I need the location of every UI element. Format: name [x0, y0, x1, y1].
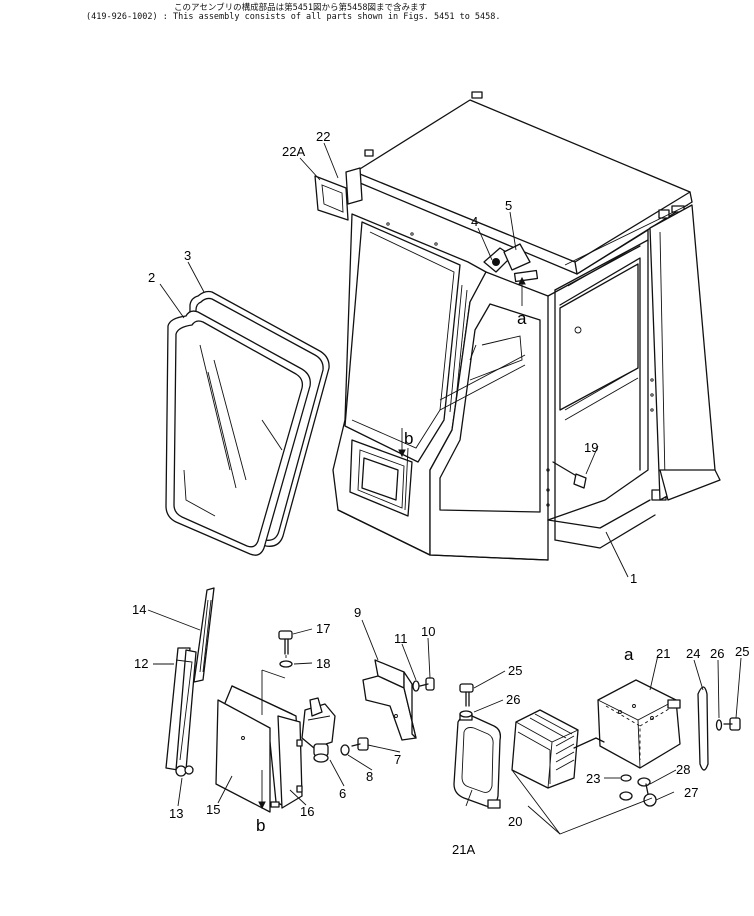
- bolt-10: [419, 677, 435, 691]
- cab-roof-lamp: [314, 175, 349, 221]
- washer-8: [340, 744, 350, 756]
- wiper-bracket-16: [270, 715, 303, 809]
- callout-22: 22: [316, 129, 330, 144]
- callout-21a: 21A: [452, 842, 475, 857]
- work-lamp-20: [511, 709, 605, 789]
- callout-21: 21: [656, 646, 670, 661]
- callout-16: 16: [300, 804, 314, 819]
- callout-23: 23: [586, 771, 600, 786]
- bolt-7: [351, 737, 369, 751]
- callout-3: 3: [184, 248, 191, 263]
- washer-23: [620, 774, 632, 782]
- callout-14: 14: [132, 602, 146, 617]
- leader-lines: [147, 142, 742, 807]
- cab-side-window-opening: [344, 221, 461, 463]
- callout-1: 1: [630, 571, 637, 586]
- callout-2: 2: [148, 270, 155, 285]
- bolt-25-lamp: [459, 683, 474, 707]
- lamp-bracket-21: [597, 679, 681, 769]
- callout-22a: 22A: [282, 144, 305, 159]
- ref-a-lamp: a: [624, 645, 634, 664]
- lamp-cover-24: [697, 686, 709, 771]
- callout-18: 18: [316, 656, 330, 671]
- header-japanese: このアセンブリの構成部品は第5451図から第5458図まで含みます: [174, 3, 428, 13]
- washer-28: [637, 777, 651, 787]
- callout-25-lamp: 25: [508, 663, 522, 678]
- callout-28: 28: [676, 762, 690, 777]
- callout-26-lamp: 26: [506, 692, 520, 707]
- ref-b-mount: b: [256, 816, 265, 835]
- callout-20: 20: [508, 814, 522, 829]
- callout-26-side: 26: [710, 646, 724, 661]
- cab-rear-plate: [649, 204, 716, 501]
- callout-17: 17: [316, 621, 330, 636]
- wiper-arm-12: [165, 647, 197, 777]
- callout-8: 8: [366, 769, 373, 784]
- callout-11: 11: [394, 631, 408, 646]
- callout-9: 9: [354, 605, 361, 620]
- ref-a-cab: a: [517, 309, 527, 328]
- window-glass-2: [165, 310, 311, 556]
- callout-6: 6: [339, 786, 346, 801]
- callout-24: 24: [686, 646, 700, 661]
- cab-front-window-opening: [439, 303, 541, 513]
- callout-12: 12: [134, 656, 148, 671]
- callout-5: 5: [505, 198, 512, 213]
- callout-15: 15: [206, 802, 220, 817]
- bolt-25-side: [723, 717, 741, 731]
- wiper-motor-6: [301, 697, 336, 763]
- washer-18: [279, 660, 293, 668]
- motor-bracket-9: [362, 659, 417, 741]
- nut-23: [619, 791, 633, 801]
- callout-10: 10: [421, 624, 435, 639]
- callout-7: 7: [394, 752, 401, 767]
- callout-25-side: 25: [735, 644, 749, 659]
- washer-26-lamp: [459, 710, 473, 718]
- window-seal-3: [188, 290, 330, 547]
- washer-11: [412, 680, 420, 692]
- callout-27: 27: [684, 785, 698, 800]
- callout-13: 13: [169, 806, 183, 821]
- bolt-19-shape: [573, 473, 587, 489]
- callout-4: 4: [471, 214, 478, 229]
- ref-b-cab: b: [404, 429, 413, 448]
- washer-26-side: [715, 719, 723, 731]
- callout-19: 19: [584, 440, 598, 455]
- bolt-17: [278, 630, 293, 655]
- nut-27: [643, 783, 657, 807]
- wiper-blade-14: [193, 587, 215, 683]
- cab-assembly: [314, 91, 721, 561]
- cab-lamp-slot: [513, 269, 539, 283]
- header-english: (419-926-1002) : This assembly consists …: [86, 12, 501, 22]
- lamp-rim-21a: [453, 713, 502, 809]
